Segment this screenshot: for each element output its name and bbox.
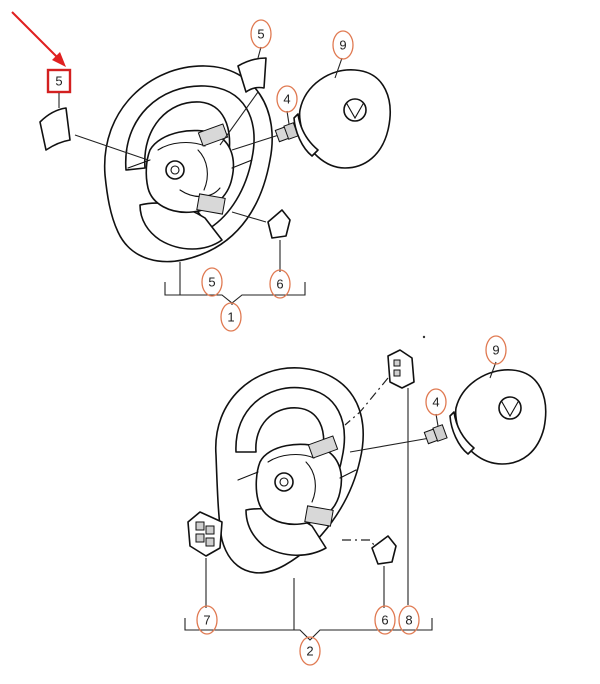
svg-text:1: 1 [227, 310, 234, 325]
callout-part-8: 8 [398, 605, 420, 635]
multifunction-switch-upper [387, 349, 415, 605]
svg-text:5: 5 [208, 275, 215, 290]
highlight-arrowhead [52, 52, 66, 67]
callout-assembly-1: 1 [220, 302, 242, 332]
svg-text:7: 7 [203, 613, 210, 628]
svg-text:9: 9 [492, 343, 499, 358]
group-bracket-top [164, 262, 306, 305]
callout-part-6-bottom: 6 [374, 605, 396, 635]
callout-part-4-top: 4 [276, 85, 298, 113]
group-bracket-bottom [184, 578, 433, 641]
svg-text:5: 5 [257, 27, 264, 42]
callout-part-4-bottom: 4 [425, 388, 447, 416]
highlight-box-label: 5 [55, 74, 62, 89]
callout-assembly-2: 2 [299, 636, 321, 666]
svg-text:6: 6 [381, 613, 388, 628]
highlight-arrow [11, 11, 63, 63]
trim-cover-top-right [237, 57, 267, 93]
bolt-bottom [423, 413, 448, 445]
callout-part-5-top: 5 [250, 19, 272, 49]
highlight-marker: 5 [11, 11, 72, 108]
steering-wheel-bottom [215, 367, 431, 574]
svg-text:4: 4 [283, 92, 290, 107]
trim-cover-left [39, 107, 71, 151]
callout-part-9-top: 9 [332, 30, 354, 60]
button-pad-left [187, 511, 223, 608]
callout-part-7: 7 [196, 605, 218, 635]
highlight-box [46, 68, 72, 94]
callout-bracket-5: 5 [201, 267, 223, 297]
airbag-module-top [293, 57, 391, 169]
airbag-module-bottom [449, 361, 547, 465]
svg-text:6: 6 [276, 277, 283, 292]
steering-wheel-top [74, 65, 283, 263]
svg-text:9: 9 [339, 38, 346, 53]
switch-cover-bottom [371, 535, 397, 565]
dashed-leader-right [342, 539, 379, 551]
callout-bracket-6: 6 [269, 269, 291, 299]
dashed-leader-upper [344, 377, 389, 426]
callout-part-9-bottom: 9 [485, 335, 507, 365]
svg-text:8: 8 [405, 613, 412, 628]
svg-text:2: 2 [306, 644, 313, 659]
switch-cover-top [267, 209, 291, 239]
svg-text:4: 4 [432, 395, 439, 410]
